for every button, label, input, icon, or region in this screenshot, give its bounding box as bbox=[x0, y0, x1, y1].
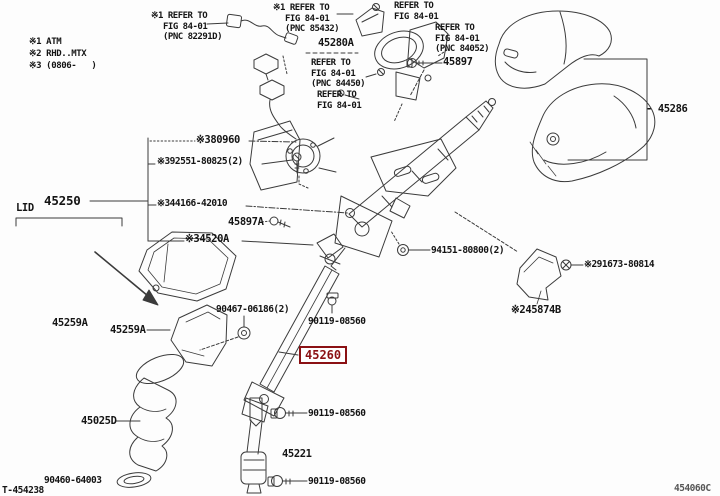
catalog-code: 454060C bbox=[674, 483, 711, 494]
ref-label-line: FIG 84-01 bbox=[317, 100, 362, 111]
drawing-code: T-454238 bbox=[2, 485, 44, 496]
lower-steering-shaft bbox=[240, 397, 269, 494]
part-label-44166-42010: ※344166-42010 bbox=[157, 198, 228, 209]
ref-label-line: REFER TO bbox=[311, 58, 351, 68]
intermediate-shaft bbox=[243, 265, 340, 417]
part-label-45259a-2: 45259A bbox=[110, 324, 146, 336]
steering-column-assembly bbox=[330, 98, 519, 271]
part-label-45025d: 45025D bbox=[81, 415, 117, 427]
part-label-92551-80825: ※392551-80825(2) bbox=[157, 156, 243, 167]
part-label-94151-80800: 94151-80800(2) bbox=[431, 245, 505, 256]
ref-label-line: FIG 84-01 bbox=[285, 13, 330, 24]
cover-bracket-45874b bbox=[516, 248, 562, 305]
footnote-3: ※3 (0806- ) bbox=[29, 61, 97, 71]
part-label-45221: 45221 bbox=[282, 448, 312, 460]
bolt-45897-icon bbox=[406, 58, 443, 97]
ref-label-line: FIG 84-01 bbox=[311, 68, 356, 79]
lower-column-cover bbox=[529, 83, 656, 183]
part-label-45874b: ※245874B bbox=[511, 304, 561, 316]
part-label-45286: - 45286 bbox=[646, 103, 688, 115]
ignition-switch-part bbox=[305, 3, 385, 54]
part-label-45259a-1: 45259A bbox=[52, 317, 88, 329]
part-label-91673-80814: ※291673-80814 bbox=[584, 259, 655, 270]
bolt-90119-icon-3 bbox=[267, 475, 308, 487]
lid-label: LID bbox=[16, 202, 34, 214]
ref-label-line: FIG 84-01 bbox=[394, 11, 439, 22]
wire-harness-connector bbox=[206, 13, 299, 45]
ref-label-line: REFER TO bbox=[394, 1, 434, 11]
ref-label-line: ※1 REFER TO bbox=[151, 11, 208, 21]
part-label-90119-08560-2: 90119-08560 bbox=[308, 408, 366, 419]
connector-stack bbox=[253, 53, 297, 140]
ref-label-line: FIG 84-01 bbox=[163, 21, 208, 32]
part-label-45897a: 45897A bbox=[228, 216, 264, 228]
nut-90467-icon bbox=[199, 315, 251, 351]
cover-set-bracket-45286 bbox=[567, 58, 648, 161]
ref-label-line: ※1 REFER TO bbox=[273, 3, 330, 13]
upper-column-cover bbox=[494, 10, 612, 89]
part-label-90460-64003: 90460-64003 bbox=[44, 475, 102, 486]
lid-cover-part bbox=[15, 217, 237, 302]
bolt-91673-icon bbox=[560, 259, 584, 271]
ref-label-line: FIG 84-01 bbox=[435, 33, 480, 44]
part-label-45250: 45250 bbox=[44, 193, 81, 208]
ref-label-line: REFER TO bbox=[317, 90, 357, 100]
part-label-45897: 45897 bbox=[443, 56, 473, 68]
part-label-90119-08560-3: 90119-08560 bbox=[308, 476, 366, 487]
bolt-90119-icon-1 bbox=[326, 292, 339, 314]
footnote-2: ※2 RHD..MTX bbox=[29, 49, 87, 59]
key-cylinder-assembly bbox=[337, 21, 449, 123]
bolt-90119-icon-2 bbox=[270, 407, 308, 419]
part-label-90119-08560-1: 90119-08560 bbox=[308, 316, 366, 327]
gasket-ring bbox=[116, 472, 152, 488]
screw-92551-icon bbox=[292, 152, 309, 189]
part-label-380960: ※380960 bbox=[196, 134, 240, 146]
ref-label-line: REFER TO bbox=[435, 23, 475, 33]
ref-label-line: (PNC 82291D) bbox=[163, 32, 223, 42]
universal-joint bbox=[316, 233, 344, 265]
ref-label-line: (PNC 84450) bbox=[311, 79, 366, 89]
part-label-45260-highlighted: 45260 bbox=[299, 346, 348, 364]
footnote-1: ※1 ATM bbox=[29, 37, 62, 47]
callout-bracket-45250 bbox=[89, 137, 349, 246]
ref-label-line: (PNC 84052) bbox=[435, 44, 490, 54]
nut-94151-icon bbox=[390, 230, 431, 256]
screw-45897a-icon bbox=[261, 216, 291, 228]
direction-arrow bbox=[94, 251, 159, 306]
steering-motor-ecu bbox=[249, 120, 337, 191]
ref-label-line: (PNC 85432) bbox=[285, 24, 340, 34]
part-label-45280a: 45280A bbox=[318, 37, 354, 49]
part-label-34520a: ※34520A bbox=[185, 233, 229, 245]
part-label-90467-06186: 90467-06186(2) bbox=[216, 304, 290, 315]
column-hole-cover bbox=[146, 304, 228, 367]
steering-column-boot bbox=[115, 353, 185, 472]
